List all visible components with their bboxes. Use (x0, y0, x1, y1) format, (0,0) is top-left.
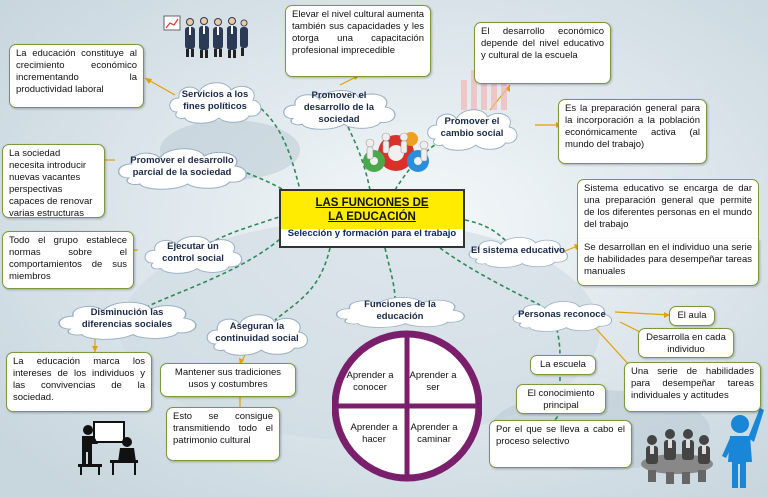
cloud-shape (58, 301, 197, 340)
cloud-personas: Personas reconoce (508, 298, 616, 332)
learning-pillars-circle (332, 330, 482, 482)
cloud-shape (468, 237, 568, 268)
business-team-icon (163, 15, 248, 58)
cloud-ejecutar-control-label: Ejecutar un control social (162, 241, 224, 264)
box-elevar-nivel: Elevar el nivel cultural aumenta también… (285, 5, 431, 77)
cloud-shape (206, 314, 308, 356)
cloud-shape (283, 90, 396, 130)
box-preparacion-general: Es la preparación general para la incorp… (558, 99, 707, 164)
cloud-shape (117, 148, 247, 190)
cloud-shape (512, 301, 612, 332)
box-desarrollo-economico: El desarrollo económico depende del nive… (474, 22, 611, 84)
quadrant-aprender-ser: Aprender a ser (409, 370, 457, 393)
box-serie-habilidades: Una serie de habilidades para desempeñar… (624, 362, 761, 412)
title-highlight (281, 191, 463, 229)
meeting-people-icon (641, 429, 713, 484)
box-sistema-encarga: Sistema educativo se encarga de dar una … (577, 179, 759, 240)
cloud-promover-desarrollo-label: Promover el desarrollo de la sociedad (303, 90, 375, 125)
gears-people-icon (363, 132, 429, 172)
cloud-disminucion: Disminución las diferencias sociales (52, 298, 202, 340)
cloud-promover-cambio-label: Promover el cambio social (440, 116, 504, 139)
cloud-promover-parcial: Promover el desarrollo parcial de la soc… (112, 144, 252, 190)
box-conocimiento: El conocimiento principal (516, 384, 606, 414)
cloud-disminucion-label: Disminución las diferencias sociales (81, 307, 173, 330)
cloud-sistema: El sistema educativo (464, 234, 572, 268)
cloud-aseguran: Aseguran la continuidad social (202, 310, 312, 356)
cloud-promover-desarrollo-sociedad: Promover el desarrollo de la sociedad (278, 86, 400, 130)
box-proceso-selectivo: Por el que se lleva a cabo el proceso se… (489, 420, 632, 468)
cloud-funciones-label: Funciones de la educación (364, 299, 436, 322)
cloud-servicios: Servicios a los fines políticos (165, 78, 265, 124)
page-subtitle: Selección y formación para el trabajo (287, 228, 457, 239)
cloud-aseguran-label: Aseguran la continuidad social (215, 321, 299, 344)
box-la-escuela: La escuela (530, 355, 596, 375)
cloud-shape (169, 82, 262, 124)
box-el-aula: El aula (669, 306, 715, 326)
central-title-box: LAS FUNCIONES DE LA EDUCACIÓN Selección … (279, 189, 465, 248)
cloud-shape (335, 297, 465, 328)
cloud-ejecutar-control: Ejecutar un control social (140, 232, 246, 274)
cloud-personas-label: Personas reconoce (518, 309, 606, 320)
quadrant-aprender-hacer: Aprender a hacer (350, 422, 398, 445)
page-title: LAS FUNCIONES DE LA EDUCACIÓN (315, 197, 429, 223)
cloud-funciones: Funciones de la educación (330, 294, 470, 328)
box-educacion-marca: La educación marca los intereses de los … (6, 352, 152, 412)
box-todo-grupo: Todo el grupo establece normas sobre el … (2, 231, 134, 289)
cloud-shape (144, 235, 243, 274)
box-esto-consigue: Esto se consigue transmitiendo todo el p… (166, 407, 280, 461)
presenter-silhouette-icon (78, 421, 138, 475)
blue-person-pointing-icon (722, 408, 764, 488)
box-desarrollo-individuo: Desarrolla en cada individuo (638, 328, 734, 358)
cloud-promover-parcial-label: Promover el desarrollo parcial de la soc… (130, 155, 234, 178)
quadrant-aprender-conocer: Aprender a conocer (346, 370, 394, 393)
box-educacion-crecimiento: La educación constituye al crecimiento e… (9, 44, 144, 108)
box-sociedad-necesita: La sociedad necesita introducir nuevas v… (2, 144, 105, 219)
cloud-sistema-label: El sistema educativo (471, 245, 565, 256)
box-se-desarrollan: Se desarrollan en el individuo una serie… (577, 239, 759, 286)
cloud-promover-cambio: Promover el cambio social (423, 105, 521, 151)
cloud-servicios-label: Servicios a los fines políticos (181, 89, 249, 112)
quadrant-aprender-caminar: Aprender a caminar (410, 422, 458, 445)
box-mantener: Mantener sus tradiciones usos y costumbr… (160, 363, 296, 397)
cloud-shape (427, 109, 518, 151)
